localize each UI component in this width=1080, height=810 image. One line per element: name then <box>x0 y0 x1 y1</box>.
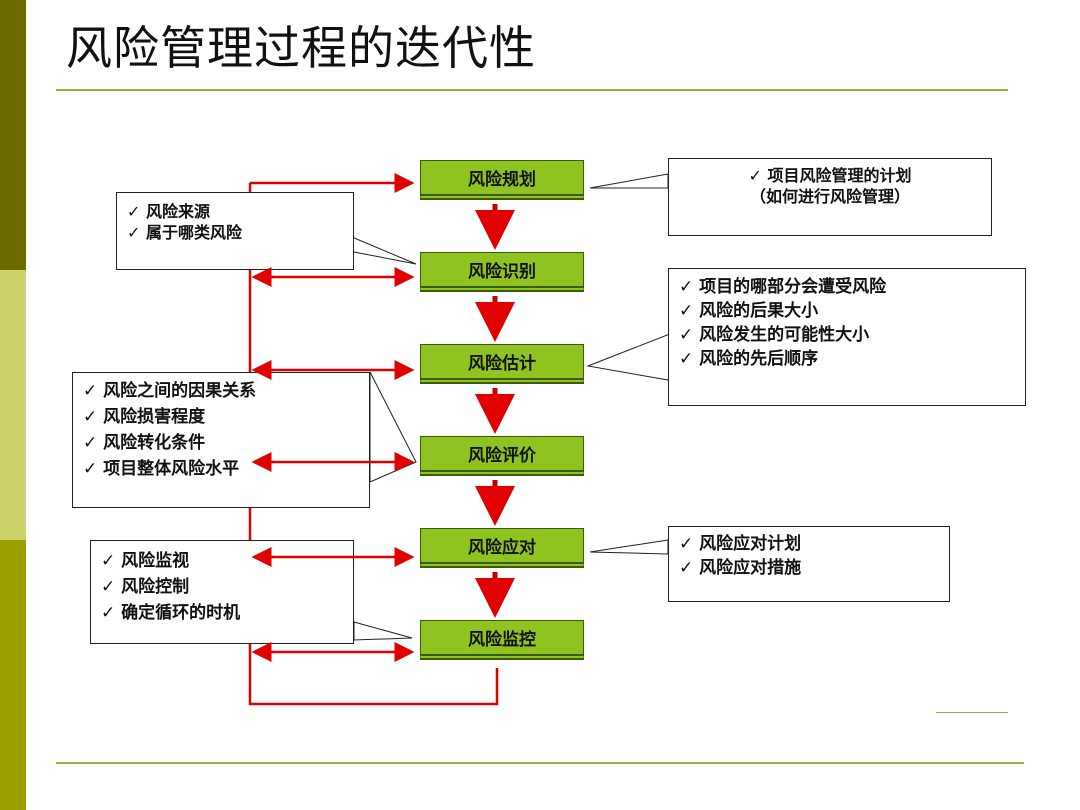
callout-evaluation-item: 风险转化条件 <box>83 430 359 456</box>
callout-response: 风险应对计划 风险应对措施 <box>668 526 950 602</box>
callout-estimation-item: 项目的哪部分会遭受风险 <box>679 275 1015 299</box>
callout-monitoring-item: 风险监视 <box>101 548 343 574</box>
callout-identification-item: 风险来源 <box>127 201 343 222</box>
callout-planning: 项目风险管理的计划 （如何进行风险管理） <box>668 158 992 236</box>
callout-estimation-item: 风险发生的可能性大小 <box>679 323 1015 347</box>
side-bar-middle <box>0 270 26 540</box>
title-divider <box>56 89 1008 91</box>
callout-planning-item: 项目风险管理的计划 <box>679 165 981 186</box>
callout-evaluation-item: 风险之间的因果关系 <box>83 378 359 404</box>
slide-title: 风险管理过程的迭代性 <box>66 21 536 75</box>
callout-evaluation: 风险之间的因果关系 风险损害程度 风险转化条件 项目整体风险水平 <box>72 372 370 508</box>
step-risk-response: 风险应对 <box>420 528 584 568</box>
callout-estimation-item: 风险的先后顺序 <box>679 347 1015 371</box>
step-risk-estimation: 风险估计 <box>420 344 584 384</box>
side-bar-bottom <box>0 540 26 810</box>
callout-evaluation-item: 项目整体风险水平 <box>83 456 359 482</box>
callout-pointer-evaluation <box>369 371 417 483</box>
callout-monitoring-item: 确定循环的时机 <box>101 600 343 626</box>
callout-pointer-monitoring <box>353 621 413 641</box>
step-risk-monitoring: 风险监控 <box>420 620 584 660</box>
step-risk-evaluation: 风险评价 <box>420 436 584 476</box>
callout-pointer-estimation <box>586 329 681 381</box>
callout-monitoring-item: 风险控制 <box>101 574 343 600</box>
callout-estimation: 项目的哪部分会遭受风险 风险的后果大小 风险发生的可能性大小 风险的先后顺序 <box>668 268 1026 406</box>
callout-identification: 风险来源 属于哪类风险 <box>116 192 354 270</box>
footer-short-rule <box>936 712 1008 713</box>
callout-response-item: 风险应对计划 <box>679 532 939 556</box>
callout-evaluation-item: 风险损害程度 <box>83 404 359 430</box>
callout-identification-item: 属于哪类风险 <box>127 222 343 243</box>
step-risk-identification: 风险识别 <box>420 252 584 292</box>
callout-response-item: 风险应对措施 <box>679 556 939 580</box>
footer-divider <box>56 762 1024 764</box>
side-bar-top <box>0 0 26 270</box>
callout-pointer-planning <box>589 173 669 189</box>
callout-monitoring: 风险监视 风险控制 确定循环的时机 <box>90 540 354 644</box>
callout-planning-item: （如何进行风险管理） <box>749 187 910 206</box>
callout-pointer-response <box>589 539 669 555</box>
callout-estimation-item: 风险的后果大小 <box>679 299 1015 323</box>
step-risk-planning: 风险规划 <box>420 160 584 200</box>
